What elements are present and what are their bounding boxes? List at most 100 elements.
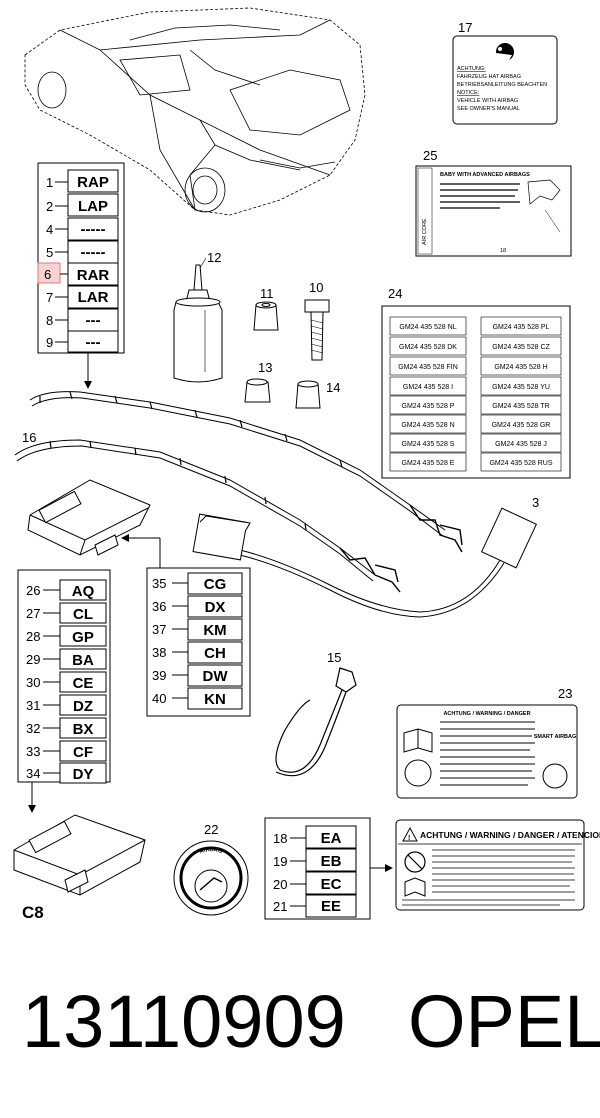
legend-row: 9 --- <box>46 330 119 353</box>
legend-row: 20 EC <box>273 871 357 895</box>
table-cell: GM24 435 528 TR <box>492 403 549 410</box>
legend-code: KM <box>203 622 226 639</box>
manual-book-icon <box>404 877 426 897</box>
footer: 13110909 OPEL <box>0 985 600 1105</box>
legend-control-unit-codes: 26 AQ 27 CL 28 GP 29 BA 30 CE <box>17 569 111 784</box>
brand-name: OPEL <box>408 980 600 1063</box>
legend-code: EE <box>321 898 341 915</box>
legend-code: CF <box>73 744 93 761</box>
label25-side-text: AIR CORE <box>422 218 428 245</box>
nut-13 <box>244 378 271 403</box>
legend-row: 33 CF <box>26 740 107 762</box>
legend-row: 35 CG <box>152 572 243 595</box>
legend-code: RAR <box>77 267 110 284</box>
legend-row: 30 CE <box>26 671 107 693</box>
legend-number: 36 <box>152 599 166 614</box>
table-cell: GM24 435 528 P <box>402 403 455 410</box>
callout-13: 13 <box>258 360 272 375</box>
legend-row: 37 KM <box>152 618 243 641</box>
callout-c8: C8 <box>22 903 44 922</box>
label17-line-1: ACHTUNG: <box>457 66 486 72</box>
legend-code: LAP <box>78 198 108 215</box>
legend-number: 21 <box>273 899 287 914</box>
part-number: 13110909 <box>22 980 346 1063</box>
warning-triangle-icon <box>402 826 418 842</box>
legend-row: 39 DW <box>152 664 243 687</box>
legend-module-codes: 35 CG 36 DX 37 KM 38 CH 39 DW <box>146 567 251 717</box>
warning-mark: ! <box>408 835 410 842</box>
table-cell: GM24 435 528 FIN <box>398 364 458 371</box>
legend-number: 39 <box>152 668 166 683</box>
legend-number: 9 <box>46 335 53 350</box>
callout-11: 11 <box>260 286 274 301</box>
legend-number: 19 <box>273 854 287 869</box>
legend-row: 36 DX <box>152 595 243 618</box>
label17-line-4: NOTICE: <box>457 90 480 96</box>
legend-row: 4 ----- <box>46 217 119 241</box>
bolt-10 <box>304 299 330 361</box>
legend-row: 8 --- <box>46 308 119 332</box>
no-child-seat-icon <box>404 851 426 873</box>
legend-code: BX <box>73 721 94 738</box>
legend-number: 7 <box>46 290 53 305</box>
callout-3: 3 <box>532 495 539 510</box>
car-illustration <box>24 7 366 216</box>
warning-label-multilingual: ! ACHTUNG / WARNING / DANGER / ATENCION <box>395 819 600 911</box>
legend-number: 34 <box>26 766 40 781</box>
parts-diagram: 17 ACHTUNG: FAHRZEUG HAT AIRBAG BETRIEBS… <box>13 7 600 922</box>
legend-number: 26 <box>26 583 40 598</box>
label17-line-5: VEHICLE WITH AIRBAG <box>457 98 518 104</box>
legend-number: 35 <box>152 576 166 591</box>
legend-number: 40 <box>152 691 166 706</box>
table-cell: GM24 435 528 J <box>495 441 547 448</box>
label17-line-2: FAHRZEUG HAT AIRBAG <box>457 74 521 80</box>
table-cell: GM24 435 528 NL <box>399 324 456 331</box>
round-label-text: AIRBAG <box>199 847 223 855</box>
highlight-marker <box>37 262 61 284</box>
label23-title: ACHTUNG / WARNING / DANGER <box>443 711 530 717</box>
callout-16: 16 <box>22 430 36 445</box>
table-cell: GM24 435 528 S <box>402 441 455 448</box>
table-cell: GM24 435 528 GR <box>492 422 551 429</box>
legend-code: CH <box>204 645 226 662</box>
legend-number: 5 <box>46 245 53 260</box>
legend-row: 19 EB <box>273 848 357 872</box>
legend-code: CE <box>73 675 94 692</box>
curtain-airbag-lower <box>14 439 401 593</box>
legend-row: 34 DY <box>26 762 107 784</box>
legend-code: DY <box>73 766 94 783</box>
callout-15: 15 <box>327 650 341 665</box>
legend-number: 18 <box>273 831 287 846</box>
label25-mark: 18 <box>500 248 506 254</box>
callout-22: 22 <box>204 822 218 837</box>
nut-11 <box>253 301 279 331</box>
legend-number: 20 <box>273 877 287 892</box>
legend-number: 37 <box>152 622 166 637</box>
callout-12: 12 <box>207 250 221 265</box>
legend-number: 28 <box>26 629 40 644</box>
table-cell: GM24 435 528 YU <box>492 384 550 391</box>
label17-line-6: SEE OWNER'S MANUAL <box>457 106 520 112</box>
legend-code: DW <box>203 668 229 685</box>
cable-tie-15 <box>275 667 357 777</box>
airbag-control-unit-lower <box>13 814 146 896</box>
smart-airbag-badge: SMART AIRBAG <box>534 734 577 740</box>
legend-code: --- <box>86 312 101 329</box>
label17-line-3: BETRIEBSANLEITUNG BEACHTEN <box>457 82 547 88</box>
callout-17: 17 <box>458 20 472 35</box>
table-cell: GM24 435 528 PL <box>493 324 550 331</box>
child-seat-icon <box>542 763 568 789</box>
round-airbag-label-22: AIRBAG <box>173 840 249 916</box>
legend-row: 18 EA <box>273 825 357 849</box>
legend-number: 33 <box>26 744 40 759</box>
legend-warning-label-codes: 18 EA 19 EB 20 EC 21 EE <box>264 817 371 920</box>
warning-label-23: ACHTUNG / WARNING / DANGER SMART AIRBAG <box>396 704 578 799</box>
legend-code: EA <box>321 830 342 847</box>
connector-cable-3 <box>192 507 538 618</box>
label-part-number-table: GM24 435 528 NL GM24 435 528 DK GM24 435… <box>381 305 571 479</box>
legend-code: RAP <box>77 174 109 191</box>
table-cell: GM24 435 528 CZ <box>492 344 550 351</box>
legend-code: ----- <box>81 221 106 238</box>
legend-row: 7 LAR <box>46 285 119 309</box>
legend-row: 38 CH <box>152 641 243 664</box>
